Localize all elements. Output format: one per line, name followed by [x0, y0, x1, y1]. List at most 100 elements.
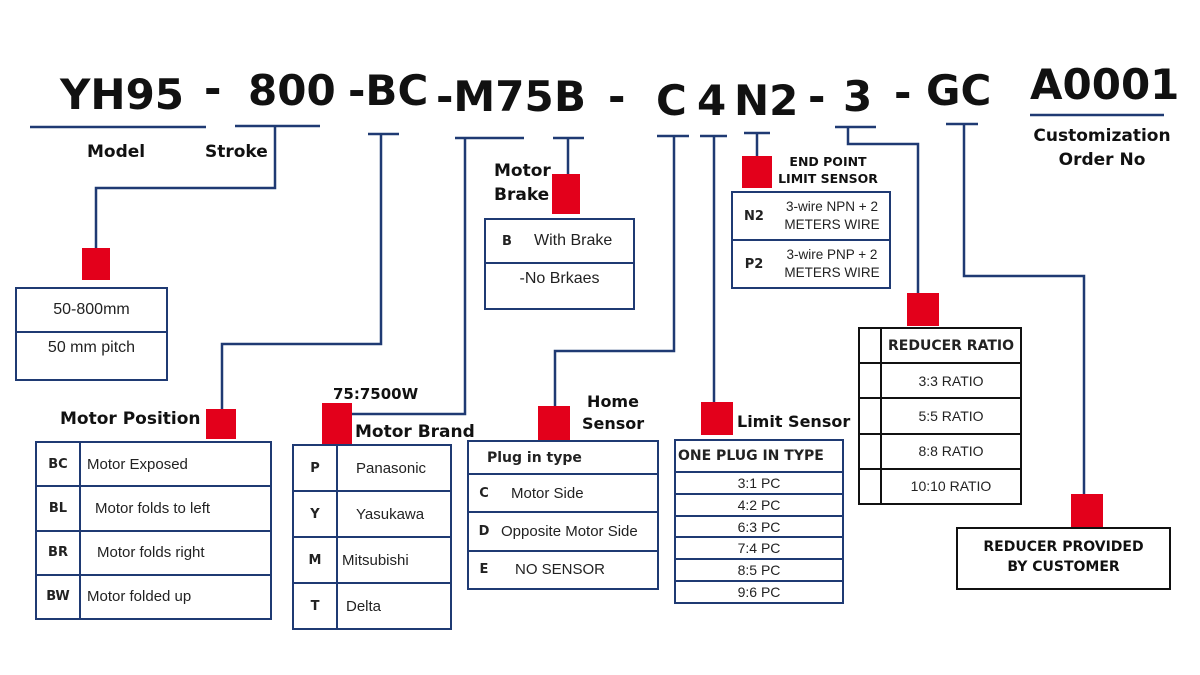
position-desc: Motor folds right: [79, 529, 272, 576]
code-order-no: A0001: [1030, 60, 1180, 109]
position-desc: Motor folds to left: [79, 485, 272, 532]
label-model: Model: [87, 142, 146, 162]
marker-motor-brake: [552, 174, 580, 214]
brake-desc: With Brake: [528, 218, 635, 264]
home-sensor-desc: Motor Side: [499, 472, 659, 514]
limit-sensor-table: ONE PLUG IN TYPE 3:1 PC 4:2 PC 6:3 PC 7:…: [674, 439, 844, 604]
limit-sensor-header: ONE PLUG IN TYPE: [674, 439, 844, 473]
limit-sensor-option: 4:2 PC: [674, 492, 844, 517]
ratio-blank-cell: [858, 397, 882, 435]
code-home-sensor: C: [656, 76, 687, 125]
code-dash: -: [808, 72, 826, 121]
end-limit-desc: 3-wire NPN + 2 METERS WIRE: [775, 191, 891, 241]
code-dash: -: [204, 64, 222, 113]
marker-end-limit: [742, 156, 772, 188]
reducer-ratio-option: 10:10 RATIO: [879, 467, 1023, 506]
ratio-blank-cell: [858, 467, 882, 506]
home-connector: [553, 136, 676, 408]
reducer-ratio-option: 3:3 RATIO: [879, 362, 1023, 400]
label-end-point-limit: END POINT LIMIT SENSOR: [778, 154, 878, 188]
end-limit-desc-line1: 3-wire NPN + 2: [786, 198, 878, 214]
position-code: BC: [35, 440, 81, 488]
label-end-point-line1: END POINT: [789, 154, 867, 169]
brand-code: P: [292, 444, 338, 492]
position-code: BR: [35, 529, 81, 576]
label-customization-line1: Customization: [1033, 126, 1171, 146]
label-motor-brake: Motor Brake: [494, 160, 551, 208]
reducer-ratio-header: REDUCER RATIO: [879, 326, 1023, 365]
limit-sensor-option: 3:1 PC: [674, 471, 844, 495]
label-motor-brand: Motor Brand: [355, 422, 475, 442]
brand-name: Panasonic: [336, 444, 452, 492]
end-limit-desc-line2: METERS WIRE: [784, 217, 880, 232]
marker-reducer-ratio: [907, 293, 939, 326]
brand-code: M: [292, 536, 338, 584]
brand-connector: [351, 138, 467, 416]
marker-motor-position: [206, 409, 236, 439]
limit-sensor-option: 6:3 PC: [674, 514, 844, 539]
label-end-point-line2: LIMIT SENSOR: [778, 170, 878, 186]
position-connector: [220, 134, 383, 410]
reducer-customer-box: REDUCER PROVIDED BY CUSTOMER: [956, 527, 1171, 590]
brand-code: T: [292, 582, 338, 630]
label-motor-brake-line2: Brake: [494, 184, 550, 205]
reducer-customer-line2: BY CUSTOMER: [1007, 559, 1120, 576]
marker-home-sensor: [538, 406, 570, 440]
stroke-pitch: 50 mm pitch: [15, 331, 168, 381]
reducer-ratio-table: REDUCER RATIO 3:3 RATIO 5:5 RATIO 8:8 RA…: [858, 326, 1023, 506]
code-brake: B: [554, 72, 587, 121]
code-ratio: 3: [843, 72, 873, 121]
marker-limit-sensor: [701, 402, 733, 435]
position-desc: Motor folded up: [79, 573, 272, 621]
stroke-range: 50-800mm: [15, 287, 168, 333]
code-end-limit: N2: [734, 76, 799, 125]
brand-name: Delta: [336, 582, 452, 630]
label-limit-sensor: Limit Sensor: [737, 412, 851, 431]
reducer-ratio-option: 8:8 RATIO: [879, 432, 1023, 470]
ratio-blank-cell: [858, 362, 882, 400]
label-motor-brake-line1: Motor: [494, 161, 551, 181]
code-dash: -: [894, 68, 912, 117]
reducer-ratio-option: 5:5 RATIO: [879, 397, 1023, 435]
motor-brake-table: B With Brake -No Brkaes: [484, 218, 635, 310]
stroke-connector: [94, 126, 277, 250]
home-sensor-code: E: [467, 549, 499, 591]
code-position: -BC: [348, 66, 429, 115]
reducer-customer-line1: REDUCER PROVIDED: [983, 539, 1144, 555]
brand-code: Y: [292, 490, 338, 538]
limit-sensor-option: 9:6 PC: [674, 580, 844, 604]
home-sensor-desc: Opposite Motor Side: [499, 511, 659, 552]
marker-stroke: [82, 248, 110, 280]
position-code: BW: [35, 573, 81, 621]
reducer-connector: [962, 124, 1086, 496]
brand-name: Mitsubishi: [336, 536, 452, 584]
home-sensor-code: C: [467, 472, 499, 514]
ratio-blank-cell: [858, 432, 882, 470]
end-limit-desc: 3-wire PNP + 2 METERS WIRE: [775, 239, 891, 289]
end-limit-desc-line1: 3-wire PNP + 2: [786, 246, 878, 262]
no-brake-desc: -No Brkaes: [484, 262, 635, 310]
code-reducer: GC: [926, 66, 992, 115]
label-home-sensor-line1: Home: [587, 392, 639, 411]
limit-sensor-option: 7:4 PC: [674, 536, 844, 561]
end-limit-table: N2 3-wire NPN + 2 METERS WIRE P2 3-wire …: [731, 191, 891, 289]
end-limit-code: P2: [731, 239, 775, 289]
label-customization: Customization Order No: [1032, 125, 1172, 173]
end-limit-code: N2: [731, 191, 775, 241]
marker-reducer-customer: [1071, 494, 1103, 527]
marker-motor-brand: [322, 403, 352, 444]
code-dash: -: [608, 72, 626, 121]
limit-sensor-option: 8:5 PC: [674, 558, 844, 583]
home-sensor-code: D: [467, 511, 499, 552]
home-sensor-desc: NO SENSOR: [499, 549, 659, 591]
ratio-blank-cell: [858, 326, 882, 365]
brake-code: B: [484, 218, 528, 264]
end-limit-desc-line2: METERS WIRE: [784, 265, 880, 280]
label-motor-power: 75:7500W: [333, 385, 419, 403]
ratio-connector: [846, 127, 920, 295]
label-motor-position: Motor Position: [60, 409, 201, 429]
